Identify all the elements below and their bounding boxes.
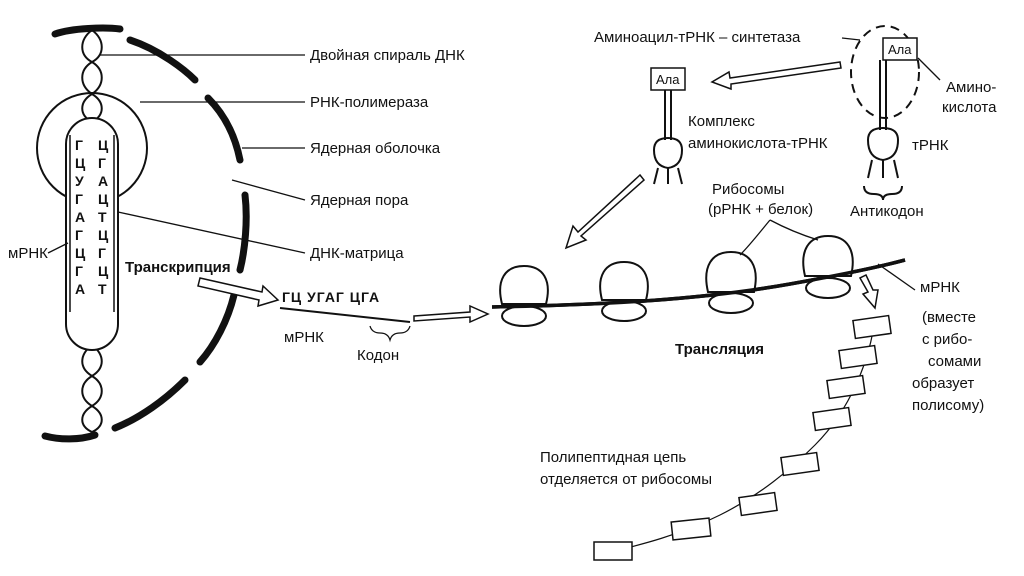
envelope-segment (126, 36, 199, 84)
amino-acid-unit (812, 406, 852, 432)
envelope-segment (41, 431, 99, 443)
polysome-note-1: (вместе (922, 309, 976, 326)
amino-acid-unit (670, 517, 712, 541)
mrna-over-ribosomes (491, 258, 906, 309)
dna-base: Ц (98, 263, 109, 279)
label-dna-helix: Двойная спираль ДНК (310, 47, 465, 64)
polypeptide-chain (593, 314, 892, 561)
dna-base: Г (75, 191, 83, 207)
arrow-release (858, 273, 879, 310)
ribosome (705, 250, 757, 314)
label-complex-2: аминокислота-тРНК (688, 135, 828, 152)
label-complex-1: Комплекс (688, 113, 755, 130)
label-nuclear-envelope: Ядерная оболочка (310, 140, 441, 157)
strand-ticks (69, 135, 115, 312)
ribosome (599, 260, 649, 322)
dna-base: Т (98, 281, 107, 297)
label-amino-acid-2: кислота (942, 99, 997, 116)
arrow-synthetase-to-complex (710, 61, 842, 91)
label-trna: тРНК (912, 137, 949, 154)
dna-base: Г (75, 263, 83, 279)
label-ribosomes-1: Рибосомы (712, 181, 784, 198)
dna-base: Г (75, 137, 83, 153)
amino-acid-unit (826, 374, 866, 400)
leader-ribosomes (739, 219, 916, 291)
dna-base: А (75, 281, 85, 297)
trna-right (863, 60, 903, 201)
label-polypeptide-1: Полипептидная цепь (540, 449, 686, 466)
polysome-note-2: с рибо- (922, 331, 972, 348)
ribosome (499, 264, 549, 327)
label-aminoacyl-synthetase: Аминоацил-тРНК – синтетаза (594, 29, 801, 46)
nuclear-envelope (41, 24, 250, 443)
dna-base: У (75, 173, 84, 189)
dna-double-helix (81, 29, 103, 433)
ribosomes (499, 234, 854, 327)
polysome-note-5: полисому) (912, 397, 984, 414)
dna-template-capsule (65, 117, 119, 351)
envelope-segment (196, 291, 238, 366)
envelope-segment (204, 94, 244, 164)
dna-base: А (98, 173, 108, 189)
hollow-arrows (197, 61, 879, 324)
label-anticodon: Антикодон (850, 203, 924, 220)
label-mrna-left: мРНК (8, 245, 48, 262)
mrna-strand-line (279, 307, 411, 323)
leader-lines-left (47, 54, 306, 254)
codon-brace (369, 325, 411, 343)
polysome-note-3: сомами (928, 353, 981, 370)
label-transcription: Транскрипция (125, 259, 231, 276)
label-nuclear-pore: Ядерная пора (310, 192, 409, 209)
label-polypeptide-2: отделяется от рибосомы (540, 471, 712, 488)
envelope-segment (236, 191, 250, 274)
arrow-transcription (197, 277, 280, 308)
label-translation: Трансляция (675, 341, 764, 358)
amino-acid-unit (593, 541, 633, 561)
polysome-note-4: образует (912, 375, 974, 392)
amino-acid-unit (780, 451, 820, 477)
dna-base: Ц (98, 227, 109, 243)
amino-acid-unit (852, 314, 892, 340)
label-dna-template: ДНК-матрица (310, 245, 404, 262)
ala-text-right: Ала (888, 42, 912, 57)
amino-acid-unit (738, 491, 778, 517)
ribosome (802, 234, 854, 299)
label-rna-polymerase: РНК-полимераза (310, 94, 429, 111)
label-mrna-right: мРНК (920, 279, 960, 296)
arrow-to-ribosomes (413, 304, 490, 324)
dna-left-strand: Г Ц У Г А Г Ц Г А (75, 137, 86, 297)
dna-base: Г (75, 227, 83, 243)
label-mrna-strand: мРНК (284, 329, 324, 346)
amino-acid-unit (838, 344, 878, 370)
amino-acid-trna-complex (653, 90, 684, 185)
dna-base: Ц (75, 245, 86, 261)
ala-box-left (650, 67, 686, 91)
arrow-complex-to-ribosome (564, 173, 646, 250)
dna-base: Г (98, 245, 106, 261)
leader-amino-acid (917, 57, 941, 81)
envelope-segment (51, 24, 124, 38)
dna-base: Г (98, 155, 106, 171)
dna-base: Т (98, 209, 107, 225)
label-ribosomes-2: (рРНК + белок) (708, 201, 813, 218)
ala-box-right (882, 37, 918, 61)
dna-base: А (75, 209, 85, 225)
mrna-sequence: ГЦ УГАГ ЦГА (282, 289, 380, 305)
dna-base: Ц (98, 191, 109, 207)
label-amino-acid-1: Амино- (946, 79, 996, 96)
ala-text-left: Ала (656, 72, 680, 87)
label-codon: Кодон (357, 347, 399, 364)
envelope-segment (111, 376, 189, 432)
dna-base: Ц (98, 137, 109, 153)
dna-right-strand: Ц Г А Ц Т Ц Г Ц Т (98, 137, 109, 297)
dna-base: Ц (75, 155, 86, 171)
leader-synthetase (841, 37, 861, 41)
